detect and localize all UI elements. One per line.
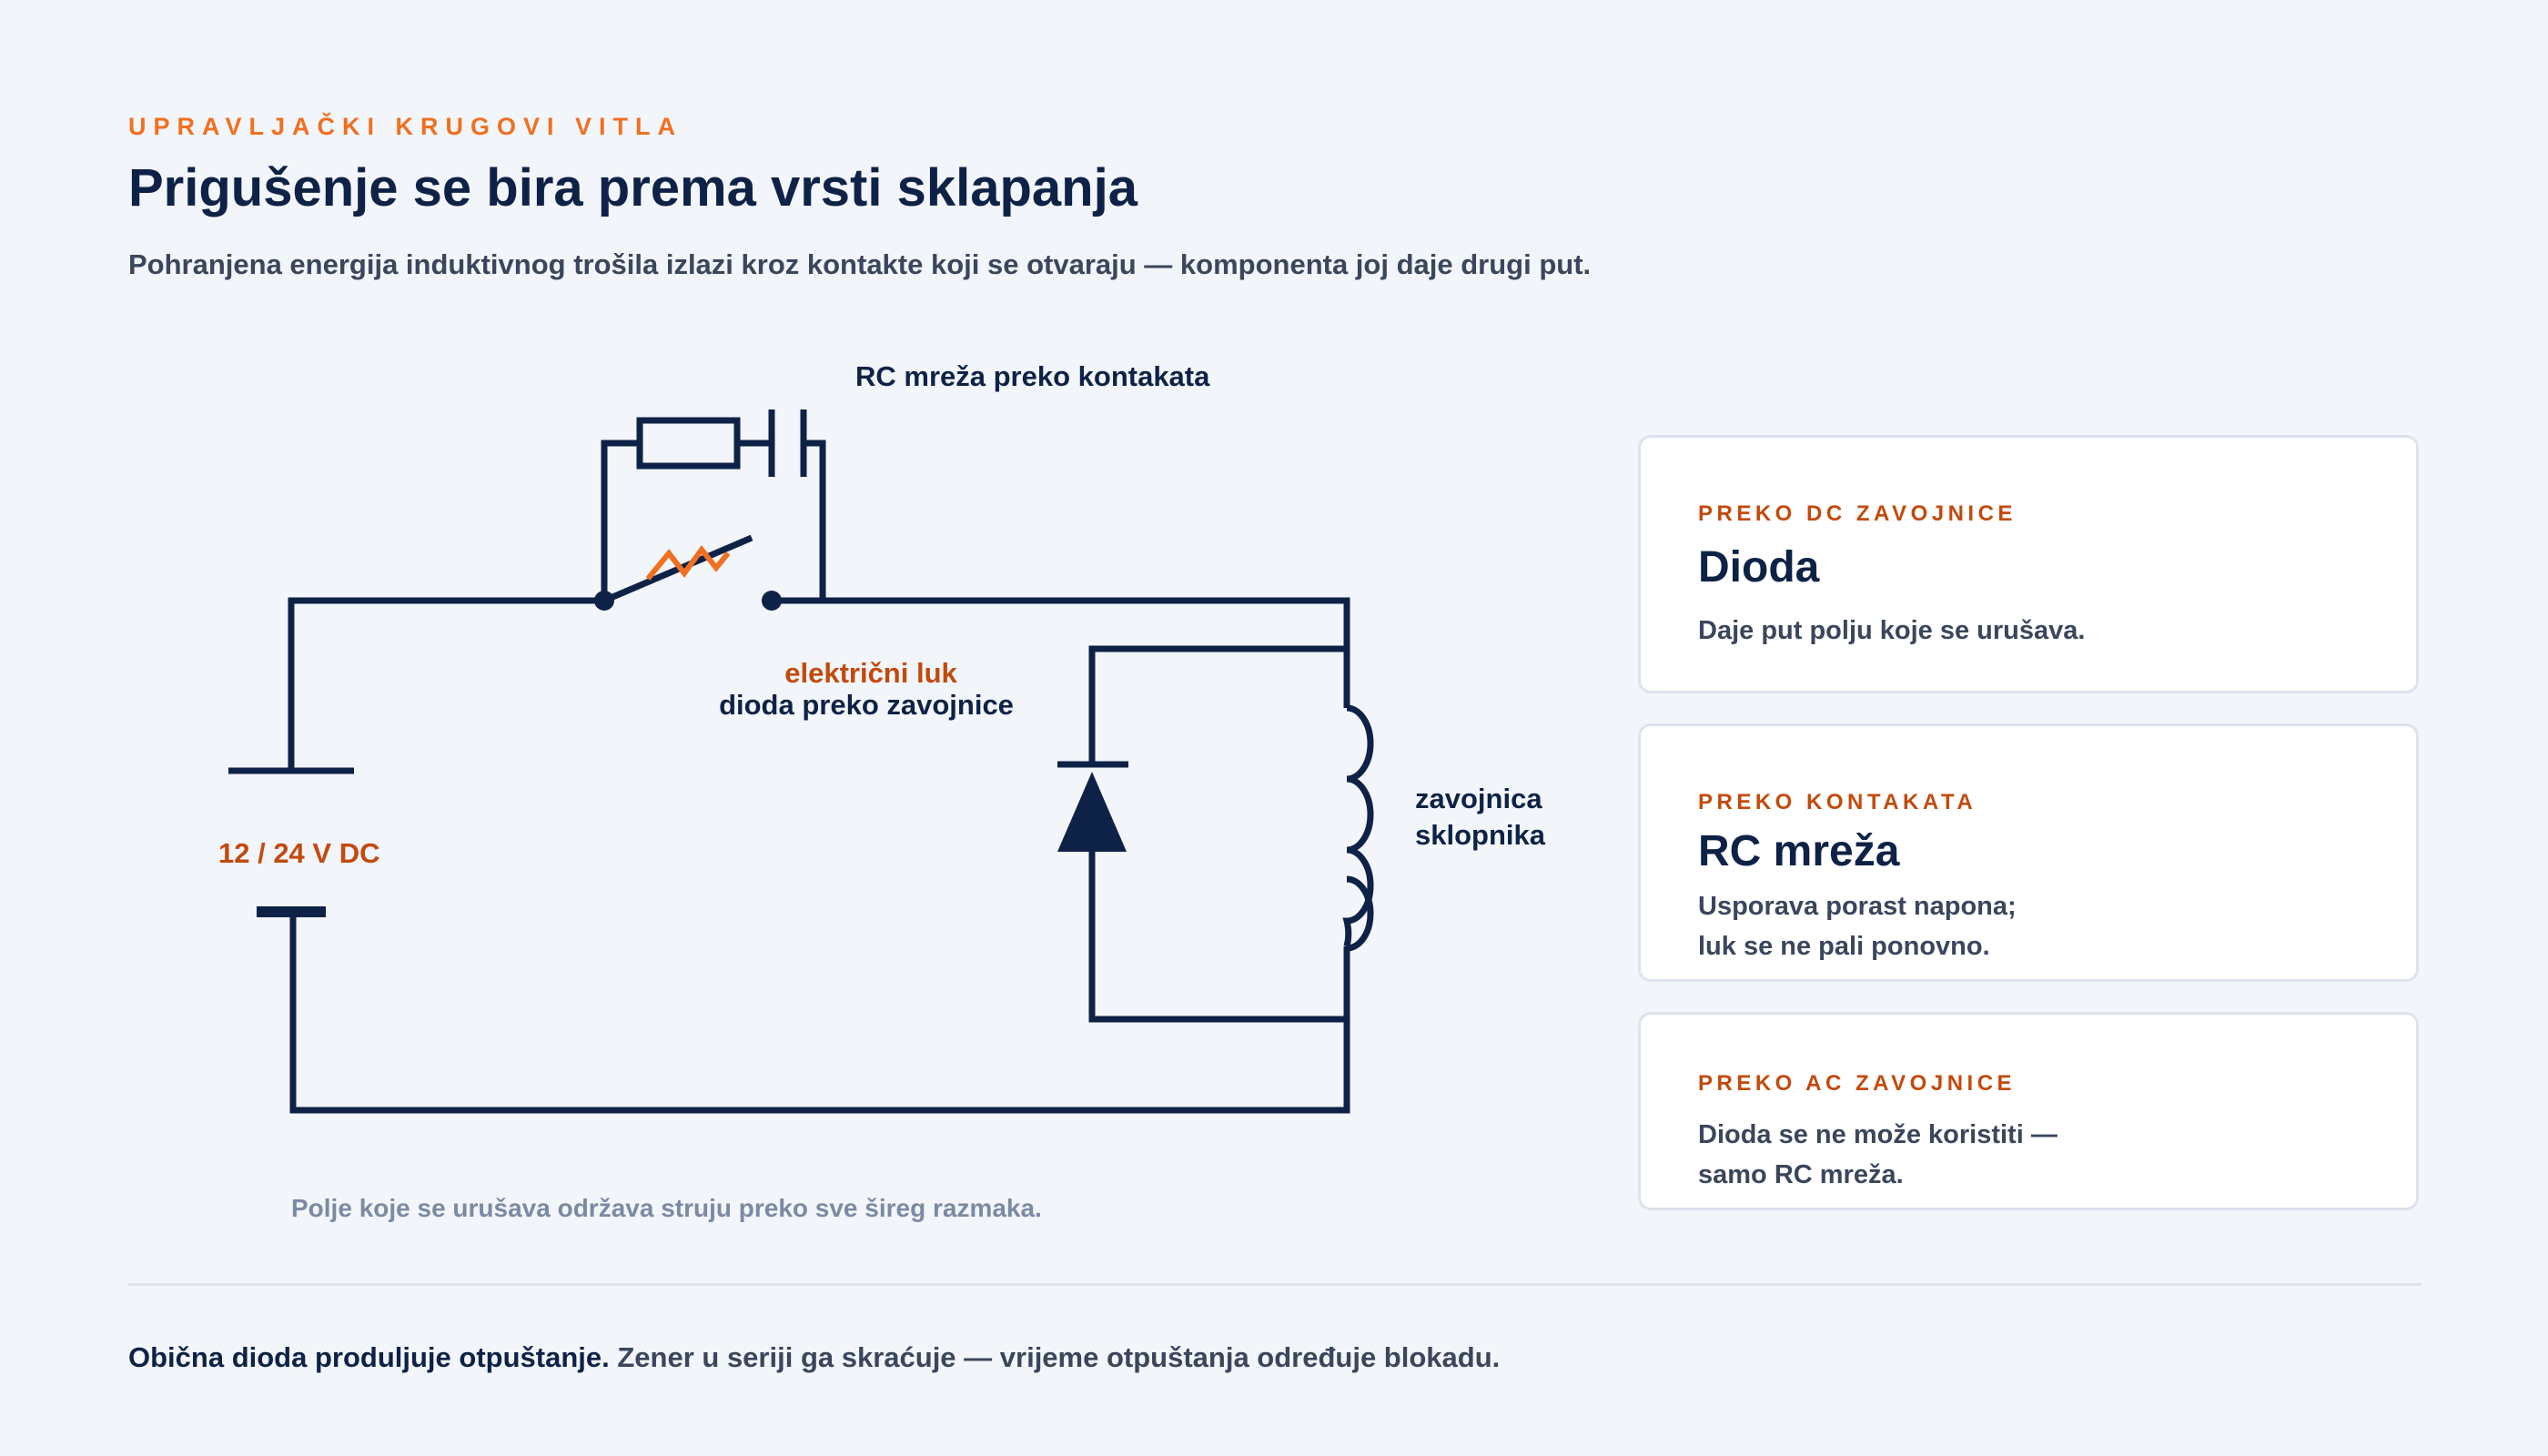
diagram-caption: Polje koje se urušava održava struju pre… [291, 1194, 1042, 1222]
card-kicker: PREKO AC ZAVOJNICE [1698, 1071, 2017, 1096]
divider [128, 1283, 2422, 1286]
card-rc-mreza: PREKO KONTAKATA RC mreža Usporava porast… [1638, 723, 2419, 982]
footer-note: Obična dioda produljuje otpuštanje. Zene… [128, 1341, 1500, 1374]
wire-left-bottom [289, 912, 1350, 1114]
page-title: Prigušenje se bira prema vrsti sklapanja [128, 158, 1138, 217]
wire-right-top [772, 597, 1350, 708]
card-heading: RC mreža [1698, 827, 1900, 875]
card-dioda: PREKO DC ZAVOJNICE Dioda Daje put polju … [1638, 435, 2419, 693]
card-ac-zavojnica: PREKO AC ZAVOJNICE Dioda se ne može kori… [1638, 1012, 2419, 1210]
card-kicker: PREKO KONTAKATA [1698, 790, 1977, 814]
coil-label-line1: zavojnica [1415, 783, 1542, 814]
wire-left-top [288, 597, 604, 771]
rc-wire-left [601, 440, 640, 601]
coil-label-line2: sklopnika [1415, 819, 1545, 851]
card-body-line1: Usporava porast napona; [1698, 892, 2017, 921]
diode-branch-top [1088, 645, 1347, 762]
switch-contact-left [594, 591, 614, 611]
eyebrow: UPRAVLJAČKI KRUGOVI VITLA [128, 113, 683, 140]
footer-rest: Zener u seriji ga skraćuje — vrijeme otp… [609, 1341, 1501, 1373]
arc-spark-icon [645, 545, 731, 581]
battery-label: 12 / 24 V DC [218, 837, 380, 869]
rc-resistor [636, 417, 741, 470]
switch-contact-right [762, 591, 782, 611]
coil-winding [1342, 704, 1374, 947]
card-body: Daje put polju koje se urušava. [1698, 616, 2086, 645]
coil-winding-lower [1346, 875, 1374, 952]
footer-strong: Obična dioda produljuje otpuštanje. [128, 1341, 610, 1373]
card-body-line2: luk se ne pali ponovno. [1698, 932, 1990, 961]
page-subtitle: Pohranjena energija induktivnog trošila … [128, 248, 1592, 280]
rc-network-label: RC mreža preko kontakata [855, 360, 1210, 392]
card-kicker: PREKO DC ZAVOJNICE [1698, 501, 2017, 526]
circuit-diagram [228, 410, 1374, 1114]
card-body-line2: samo RC mreža. [1698, 1160, 1904, 1189]
diode-label: dioda preko zavojnice [719, 689, 1014, 721]
diode-symbol [1057, 772, 1127, 852]
arc-label: električni luk [784, 657, 957, 689]
rc-wire-right [804, 440, 826, 601]
diode-branch-bottom [1088, 852, 1347, 1023]
card-heading: Dioda [1698, 543, 1820, 592]
card-body-line1: Dioda se ne može koristiti — [1698, 1120, 2058, 1149]
